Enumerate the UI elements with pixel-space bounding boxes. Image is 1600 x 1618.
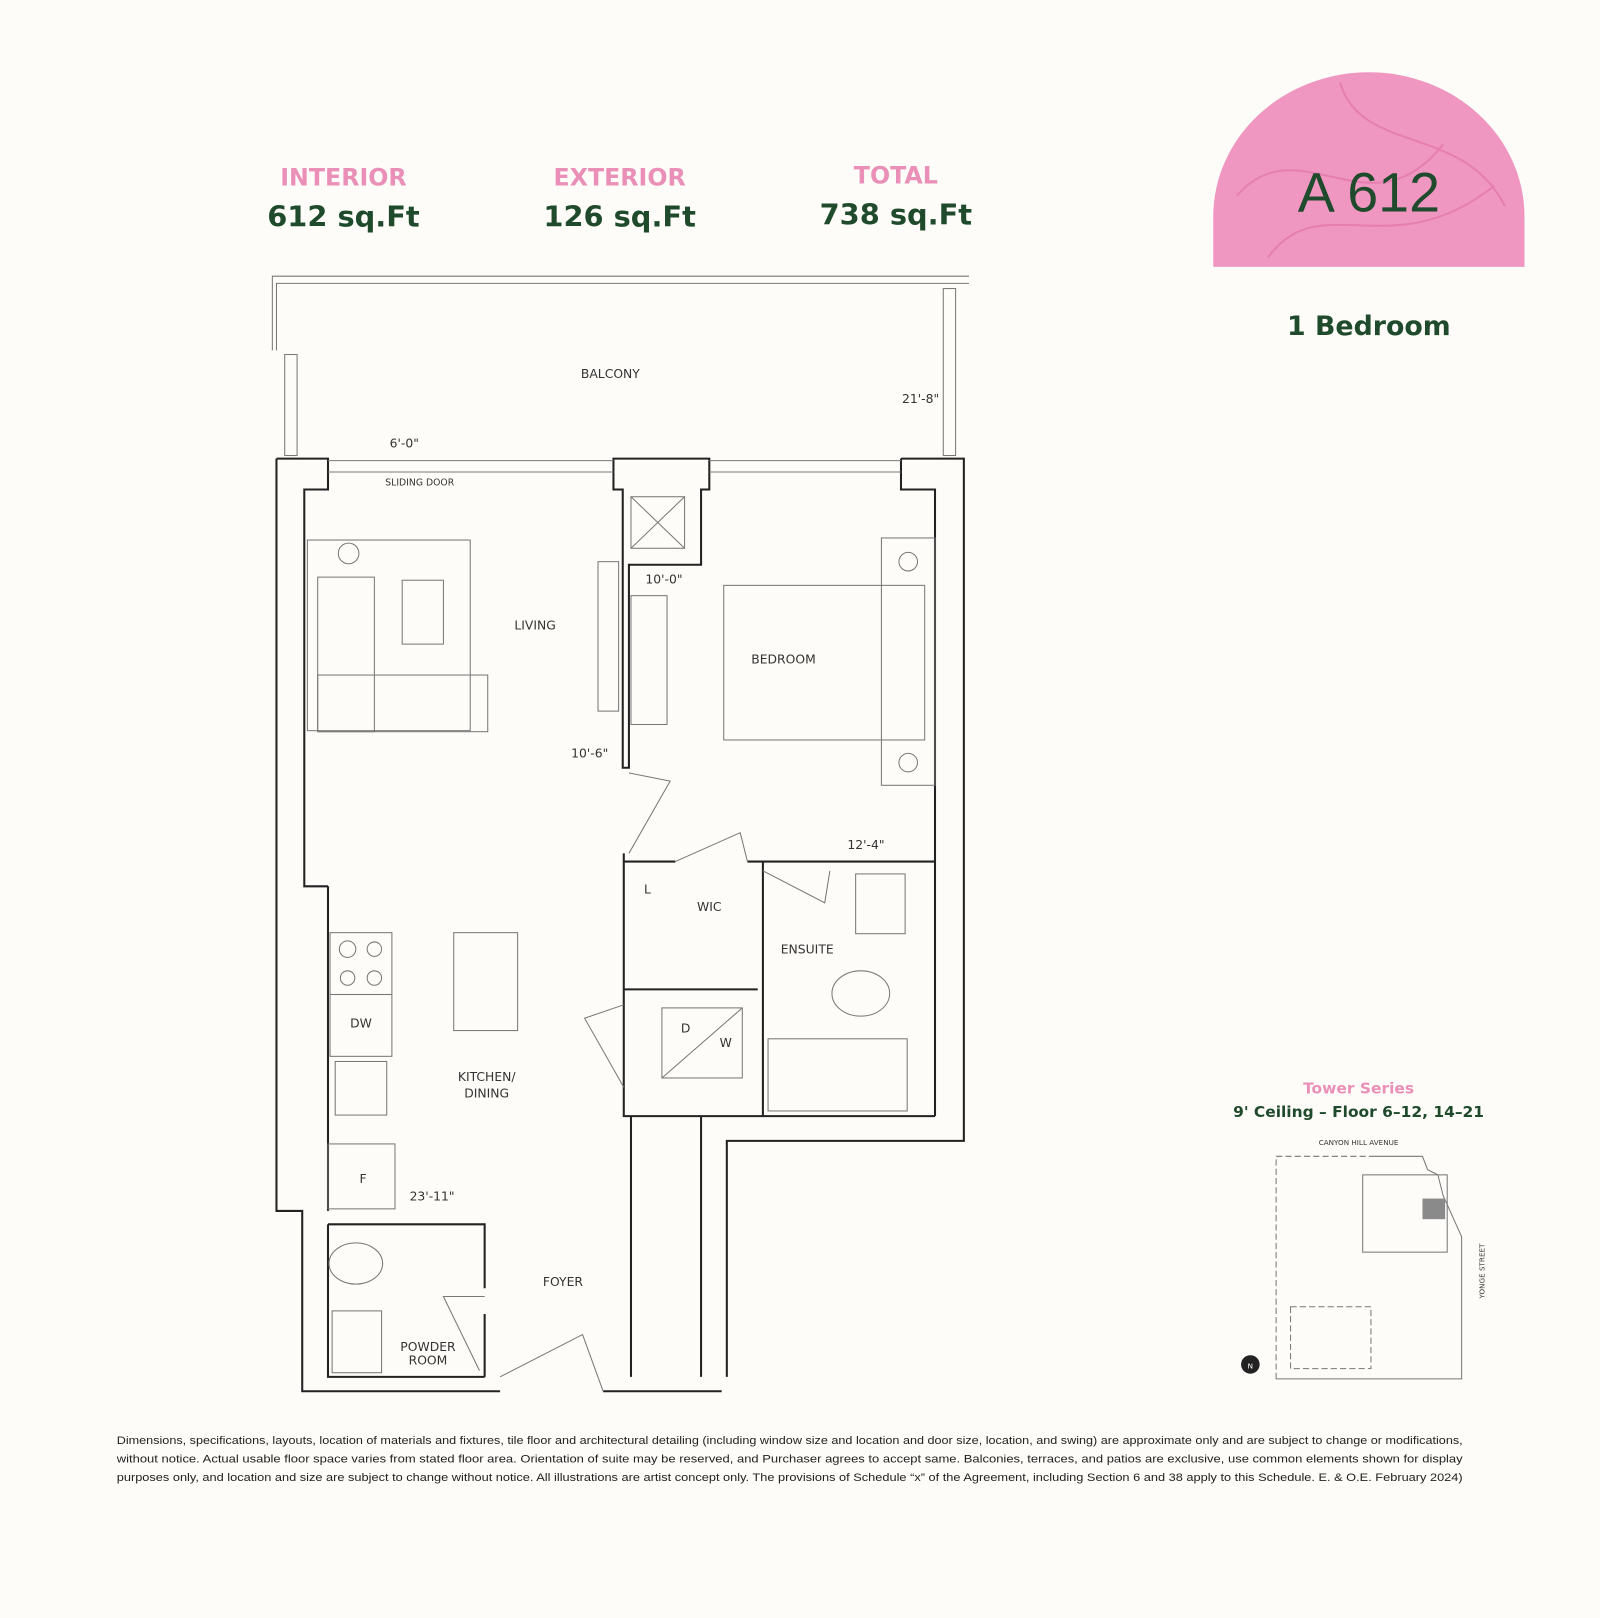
ensuite-label: ENSUITE [781, 942, 834, 956]
disclaimer: Dimensions, specifications, layouts, loc… [116, 1435, 1464, 1484]
unit-name: A 612 [1298, 161, 1440, 223]
disclaimer-line-2: without notice. Actual usable floor spac… [116, 1453, 1464, 1465]
exterior-value: 126 sq.Ft [543, 200, 696, 234]
linen-label: L [644, 883, 651, 897]
washer-label: W [720, 1036, 732, 1050]
disclaimer-line-1: Dimensions, specifications, layouts, loc… [117, 1435, 1463, 1447]
powder-label: POWDER [400, 1340, 456, 1354]
room-labels: BALCONY SLIDING DOOR LIVING BEDROOM WIC … [350, 367, 939, 1367]
street-top: CANYON HILL AVENUE [1319, 1138, 1399, 1147]
series-label: Tower Series [1303, 1079, 1414, 1097]
dining-label: DINING [464, 1087, 509, 1101]
powder-room-label: ROOM [409, 1353, 448, 1367]
dim-balcony: 21'-8" [902, 392, 939, 406]
dim-kitchen: 23'-11" [410, 1190, 455, 1204]
living-label: LIVING [514, 619, 555, 633]
dim-sliding: 6'-0" [390, 436, 419, 450]
street-right: YONGE STREET [1477, 1243, 1486, 1300]
total-value: 738 sq.Ft [820, 198, 973, 232]
dim-ensuite: 12'-4" [847, 838, 884, 852]
disclaimer-line-3: purposes only, and location and size are… [117, 1472, 1463, 1484]
area-summary: INTERIOR 612 sq.Ft EXTERIOR 126 sq.Ft TO… [267, 161, 972, 233]
unit-type: 1 Bedroom [1287, 311, 1451, 342]
interior-label: INTERIOR [280, 164, 406, 192]
ceiling-label: 9' Ceiling – Floor 6–12, 14–21 [1233, 1103, 1484, 1121]
floor-plan [271, 275, 970, 1393]
north-arrow-icon: N [1248, 1362, 1253, 1371]
wic-label: WIC [697, 900, 722, 914]
bedroom-label: BEDROOM [751, 653, 816, 667]
dim-bedroom: 10'-0" [645, 572, 682, 586]
dishwasher-label: DW [350, 1016, 372, 1030]
kitchen-label: KITCHEN/ [458, 1070, 517, 1084]
key-plan: Tower Series 9' Ceiling – Floor 6–12, 14… [1233, 1079, 1486, 1380]
unit-badge: A 612 1 Bedroom [1213, 72, 1525, 342]
interior-value: 612 sq.Ft [267, 200, 420, 234]
total-label: TOTAL [854, 161, 938, 189]
dryer-label: D [681, 1022, 691, 1036]
sliding-door-label: SLIDING DOOR [385, 477, 454, 488]
dim-living: 10'-6" [571, 746, 608, 760]
fridge-label: F [359, 1172, 366, 1186]
foyer-label: FOYER [543, 1275, 584, 1289]
exterior-label: EXTERIOR [554, 164, 686, 192]
balcony-label: BALCONY [581, 367, 640, 381]
